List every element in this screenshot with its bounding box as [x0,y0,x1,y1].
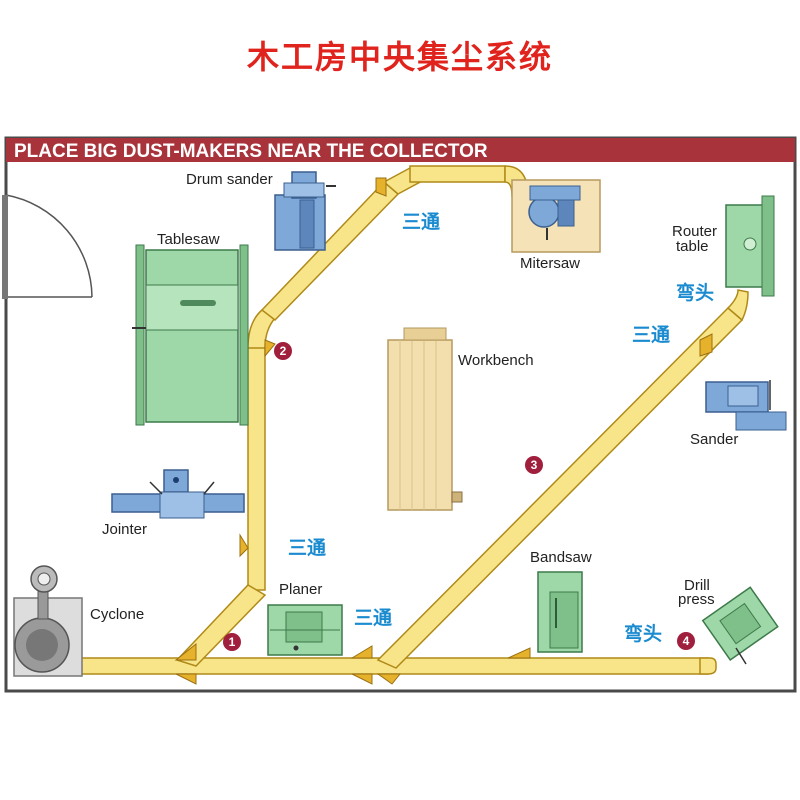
cyclone-label: Cyclone [90,606,144,623]
door-icon [2,194,93,299]
jointer-machine [111,469,245,519]
planer-machine [267,604,343,656]
drum-sander-label: Drum sander [186,171,273,188]
left-vertical-duct [247,344,266,591]
fitting-wedge [375,177,387,197]
marker-4: 4 [677,632,695,650]
tee-label-top: 三通 [402,211,441,233]
drum-sander-machine [274,171,336,251]
marker-3: 3 [525,456,543,474]
svg-text:2: 2 [280,344,287,358]
router-table-machine [725,195,775,297]
jointer-label: Jointer [102,521,147,538]
svg-text:4: 4 [683,634,690,648]
fitting-wedge [174,642,197,661]
elbow-label-drill: 弯头 [624,622,662,645]
tee-label-right: 三通 [632,324,671,346]
fittings-group [174,177,713,685]
duct-system [59,165,749,675]
mitersaw-machine [511,179,601,253]
bandsaw-machine [537,571,583,653]
bandsaw-label: Bandsaw [530,549,592,566]
tee-label-bottom: 三通 [354,607,393,629]
drill-press-elbow [699,657,717,675]
fitting-wedge [351,673,373,685]
fitting-wedge [264,339,276,358]
tablesaw-machine [132,244,249,426]
fitting-wedge [376,673,402,685]
router-elbow-duct [726,289,749,322]
router-table-label: table [676,238,709,255]
elbow-label-router: 弯头 [676,281,714,304]
left-diagonal-duct [175,584,267,667]
workbench-furniture [387,327,463,511]
tee-label-mid-left: 三通 [288,537,327,559]
workbench-label: Workbench [458,352,534,369]
cyclone-collector [13,565,83,677]
svg-text:3: 3 [531,458,538,472]
drill-label: Drill [684,577,710,594]
tablesaw-label: Tablesaw [157,231,220,248]
drill-press-label: press [678,591,715,608]
marker-1: 1 [223,633,241,651]
page-title: 木工房中央集尘系统 [246,38,553,76]
fitting-wedge [699,333,713,357]
fitting-wedge [239,533,249,558]
banner-bar [6,138,795,162]
top-horizontal-duct [409,165,506,183]
router-label: Router [672,223,717,240]
drill-press-machine [701,586,779,665]
svg-text:1: 1 [229,635,236,649]
marker-2: 2 [274,342,292,360]
mitersaw-label: Mitersaw [520,255,580,272]
sander-label: Sander [690,431,738,448]
planer-label: Planer [279,581,322,598]
banner-title: PLACE BIG DUST-MAKERS NEAR THE COLLECTOR [14,141,488,162]
fitting-wedge [507,647,531,659]
sander-machine [705,380,787,431]
fitting-wedge [175,673,197,685]
fitting-wedge [350,645,373,659]
